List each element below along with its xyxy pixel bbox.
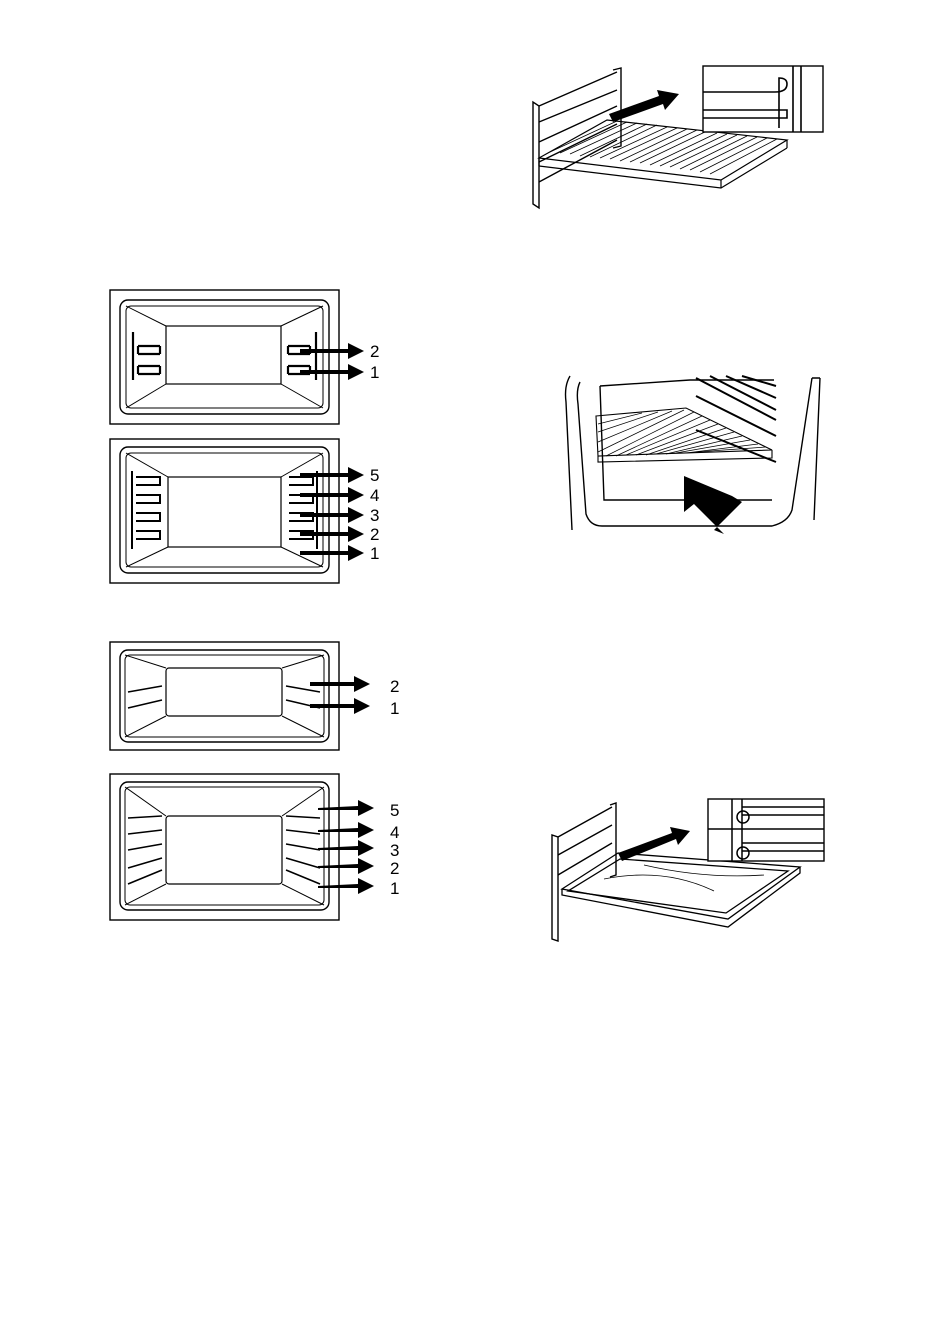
right-arrow-icon <box>318 858 374 874</box>
right-arrow-icon <box>300 487 364 503</box>
shelf-level-label: 1 <box>390 699 399 718</box>
push-arrow-icon <box>684 476 742 534</box>
shelf-level-label: 2 <box>370 342 379 361</box>
right-arrow-icon <box>300 507 364 523</box>
wire-shelf-arrows-2: 2 1 <box>310 672 410 722</box>
shelf-arrows-5: 5 4 3 2 1 <box>300 465 400 565</box>
shelf-level-label: 1 <box>370 363 379 382</box>
shelf-arrows-2: 2 1 <box>300 338 400 388</box>
shelf-level-label: 1 <box>370 544 379 563</box>
shelf-level-label: 2 <box>390 859 399 878</box>
shelf-level-label: 1 <box>390 879 399 898</box>
wire-shelf-arrows-5: 5 4 3 2 1 <box>318 796 408 900</box>
right-arrow-icon <box>318 800 374 816</box>
right-arrow-icon <box>318 878 374 894</box>
right-arrow-icon <box>300 467 364 483</box>
shelf-into-oven-illustration <box>562 372 822 534</box>
push-arrow-icon <box>609 90 679 122</box>
shelf-level-label: 2 <box>390 677 399 696</box>
baking-tray-insertion-illustration <box>544 795 829 945</box>
shelf-level-label: 4 <box>390 823 399 842</box>
right-arrow-icon <box>300 545 364 561</box>
right-arrow-icon <box>300 343 364 359</box>
shelf-level-label: 2 <box>370 525 379 544</box>
shelf-level-label: 4 <box>370 486 379 505</box>
right-arrow-icon <box>310 698 370 714</box>
shelf-level-label: 5 <box>390 801 399 820</box>
wire-shelf-insertion-illustration <box>525 62 830 214</box>
shelf-level-label: 3 <box>370 506 379 525</box>
right-arrow-icon <box>300 364 364 380</box>
shelf-level-label: 3 <box>390 841 399 860</box>
right-arrow-icon <box>310 676 370 692</box>
right-arrow-icon <box>318 840 374 856</box>
shelf-level-label: 5 <box>370 466 379 485</box>
right-arrow-icon <box>300 526 364 542</box>
right-arrow-icon <box>318 822 374 838</box>
